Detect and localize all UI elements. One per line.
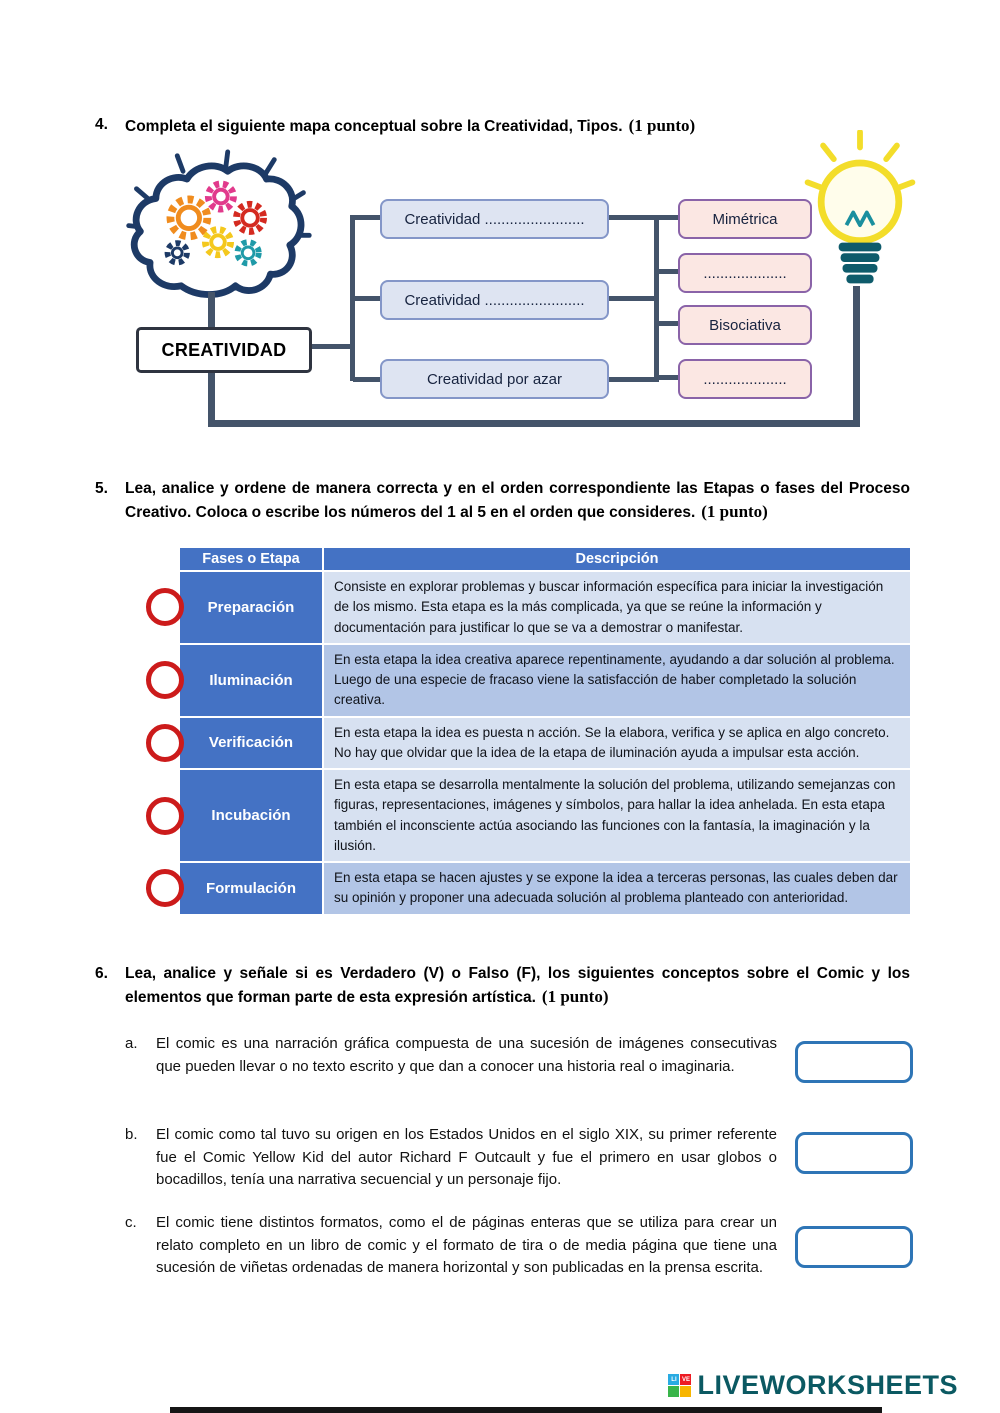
table-row: Preparación Consiste en explorar problem… (146, 572, 910, 643)
connector-line (208, 420, 860, 427)
phase-label: Preparación (180, 572, 322, 643)
q5-table: Fases o Etapa Descripción Preparación Co… (146, 548, 910, 916)
q4-points: (1 punto) (628, 116, 696, 135)
connector-line (657, 321, 679, 326)
map-node-bisociativa: Bisociativa (678, 305, 812, 345)
q6-item-c: c. El comic tiene distintos formatos, co… (125, 1212, 777, 1280)
connector-line (657, 269, 679, 274)
logo-tile (668, 1386, 680, 1397)
phase-description: En esta etapa se desarrolla mentalmente … (324, 770, 910, 861)
table-row: Formulación En esta etapa se hacen ajust… (146, 863, 910, 914)
q6-title: Lea, analice y señale si es Verdadero (V… (125, 965, 910, 1007)
q5-title-wrap: Lea, analice y ordene de manera correcta… (125, 478, 910, 525)
item-letter: b. (125, 1126, 138, 1143)
q6-answer-box-c[interactable] (795, 1226, 913, 1268)
connector-line (353, 215, 381, 220)
order-input-circle[interactable] (146, 796, 184, 835)
q6-answer-box-a[interactable] (795, 1041, 913, 1083)
connector-line (657, 375, 679, 380)
q5-points: (1 punto) (701, 502, 768, 522)
connector-line (208, 366, 215, 426)
phase-label: Verificación (180, 717, 322, 768)
map-node-mimetrica: Mimétrica (678, 199, 812, 239)
map-node-creatividad-blank-2[interactable]: Creatividad ........................ (380, 280, 609, 320)
phase-label: Iluminación (180, 644, 322, 716)
logo-tile (680, 1386, 692, 1397)
item-letter: c. (125, 1214, 137, 1231)
footer: LI VE LIVEWORKSHEETS (668, 1370, 958, 1401)
q6-number: 6. (95, 965, 108, 982)
connector-line (657, 215, 679, 220)
phase-description: Consiste en explorar problemas y buscar … (324, 572, 910, 643)
liveworksheets-wordmark: LIVEWORKSHEETS (697, 1370, 958, 1400)
q6-answer-box-b[interactable] (795, 1132, 913, 1174)
table-row: Verificación En esta etapa la idea es pu… (146, 717, 910, 768)
connector-line (604, 377, 656, 382)
lightbulb-icon (804, 130, 916, 284)
brain-gears-icon (126, 149, 312, 298)
map-node-creatividad-blank-1[interactable]: Creatividad ........................ (380, 199, 609, 239)
q4-title-wrap: Completa el siguiente mapa conceptual so… (125, 114, 910, 139)
phase-label: Incubación (180, 770, 322, 861)
table-row: Iluminación En esta etapa la idea creati… (146, 644, 910, 716)
connector-line (654, 215, 659, 382)
connector-line (208, 292, 215, 332)
order-input-circle[interactable] (146, 723, 184, 762)
phase-label: Formulación (180, 863, 322, 914)
item-text: El comic como tal tuvo su origen en los … (156, 1126, 777, 1188)
q4-title: Completa el siguiente mapa conceptual so… (125, 118, 623, 135)
item-text: El comic tiene distintos formatos, como … (156, 1214, 777, 1276)
table-header-descripcion: Descripción (324, 548, 910, 570)
phase-description: En esta etapa la idea es puesta n acción… (324, 717, 910, 768)
phase-description: En esta etapa la idea creativa aparece r… (324, 644, 910, 716)
table-header-fases: Fases o Etapa (180, 548, 322, 570)
map-node-blank-1[interactable]: .................... (678, 253, 812, 293)
q6-heading: 6. Lea, analice y señale si es Verdadero… (95, 963, 910, 1010)
connector-line (604, 215, 656, 220)
logo-tile: LI (668, 1374, 680, 1385)
q6-item-b: b. El comic como tal tuvo su origen en l… (125, 1124, 777, 1192)
connector-line (350, 215, 355, 381)
phase-description: En esta etapa se hacen ajustes y se expo… (324, 863, 910, 914)
q4-number: 4. (95, 116, 108, 133)
connector-line (353, 377, 381, 382)
next-page-edge (170, 1407, 882, 1413)
q5-title: Lea, analice y ordene de manera correcta… (125, 480, 910, 522)
item-letter: a. (125, 1035, 138, 1052)
map-node-blank-2[interactable]: .................... (678, 359, 812, 399)
map-node-creatividad-por-azar: Creatividad por azar (380, 359, 609, 399)
order-input-circle[interactable] (146, 661, 184, 700)
logo-tile: VE (680, 1374, 692, 1385)
order-input-circle[interactable] (146, 869, 184, 908)
connector-line (353, 296, 381, 301)
table-row: Incubación En esta etapa se desarrolla m… (146, 770, 910, 861)
table-header-row: Fases o Etapa Descripción (180, 548, 910, 570)
q5-heading: 5. Lea, analice y ordene de manera corre… (95, 478, 910, 525)
q6-item-a: a. El comic es una narración gráfica com… (125, 1033, 777, 1078)
connector-line (304, 344, 352, 349)
liveworksheets-logo-icon: LI VE (668, 1374, 692, 1397)
connector-line (853, 286, 860, 426)
q5-number: 5. (95, 480, 108, 497)
q4-heading: 4. Completa el siguiente mapa conceptual… (95, 114, 910, 139)
item-text: El comic es una narración gráfica compue… (156, 1035, 777, 1075)
creatividad-root-node: CREATIVIDAD (136, 327, 312, 373)
connector-line (604, 296, 656, 301)
q6-title-wrap: Lea, analice y señale si es Verdadero (V… (125, 963, 910, 1010)
q6-points: (1 punto) (541, 987, 609, 1007)
order-input-circle[interactable] (146, 588, 184, 627)
